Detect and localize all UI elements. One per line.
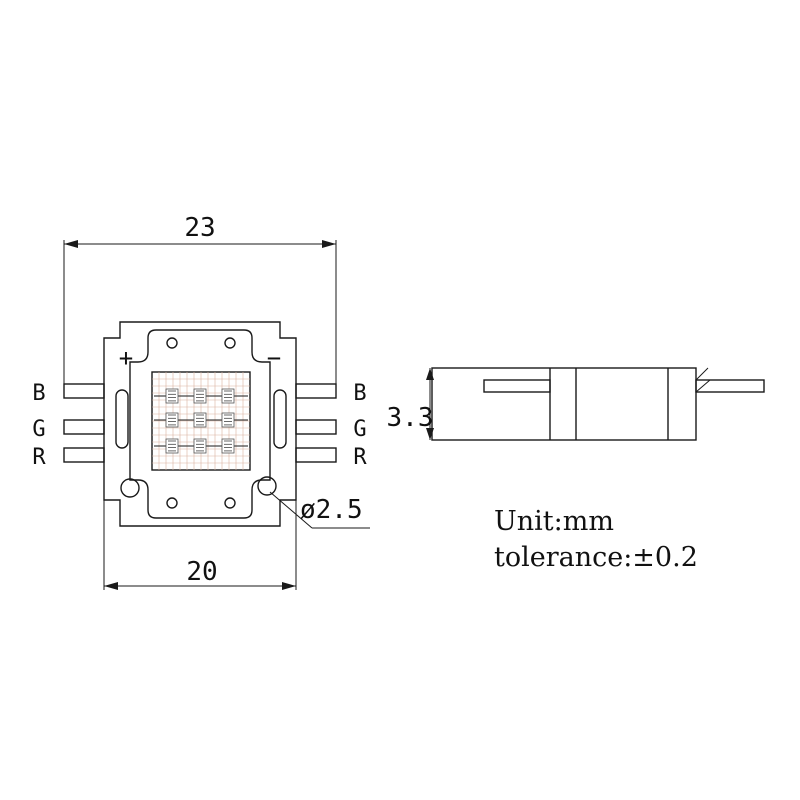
led-chip bbox=[165, 412, 179, 428]
dimension-body-width: 20 bbox=[103, 500, 297, 590]
led-chip bbox=[221, 412, 235, 428]
left-pin-label-3: R bbox=[32, 445, 46, 470]
module-body-outline bbox=[103, 321, 297, 527]
mount-hole-bottom-left bbox=[166, 497, 178, 509]
right-pin-label-2: G bbox=[353, 417, 366, 442]
dimension-height: 3.3 bbox=[387, 368, 434, 440]
body-width-label: 20 bbox=[186, 557, 217, 587]
hole-diameter-label: ø2.5 bbox=[300, 495, 363, 525]
mount-hole-top-left bbox=[166, 337, 178, 349]
led-chip bbox=[165, 388, 179, 404]
dimension-overall-width: 23 bbox=[63, 213, 337, 384]
overall-width-label: 23 bbox=[184, 213, 215, 243]
led-chip bbox=[221, 438, 235, 454]
side-view-left-pin bbox=[483, 379, 551, 393]
tolerance-note: tolerance:±0.2 bbox=[494, 542, 698, 573]
side-view: 3.3 bbox=[387, 367, 765, 441]
right-pin-label-3: R bbox=[353, 445, 367, 470]
led-chip bbox=[221, 388, 235, 404]
left-slot bbox=[115, 389, 129, 449]
drawing-notes: Unit:mm tolerance:±0.2 bbox=[494, 506, 698, 573]
top-view: 23 + − bbox=[32, 213, 370, 590]
led-die-area bbox=[151, 371, 251, 471]
left-pins bbox=[63, 383, 105, 463]
side-view-right-pin bbox=[695, 379, 765, 393]
mount-hole-bottom-right bbox=[224, 497, 236, 509]
polarity-plus: + bbox=[119, 344, 133, 372]
right-slot bbox=[273, 389, 287, 449]
height-label: 3.3 bbox=[387, 403, 434, 433]
led-chip bbox=[193, 388, 207, 404]
led-chip bbox=[165, 438, 179, 454]
led-chip bbox=[193, 438, 207, 454]
left-pin-label-1: B bbox=[32, 381, 45, 406]
mount-hole-top-right bbox=[224, 337, 236, 349]
left-pin-label-2: G bbox=[32, 417, 45, 442]
dimension-hole-diameter: ø2.5 bbox=[269, 491, 370, 529]
led-chip bbox=[193, 412, 207, 428]
right-pin-label-1: B bbox=[353, 381, 366, 406]
polarity-minus: − bbox=[267, 344, 281, 372]
right-pins bbox=[295, 383, 337, 463]
cavity-frame bbox=[129, 329, 271, 519]
unit-note: Unit:mm bbox=[494, 506, 614, 537]
